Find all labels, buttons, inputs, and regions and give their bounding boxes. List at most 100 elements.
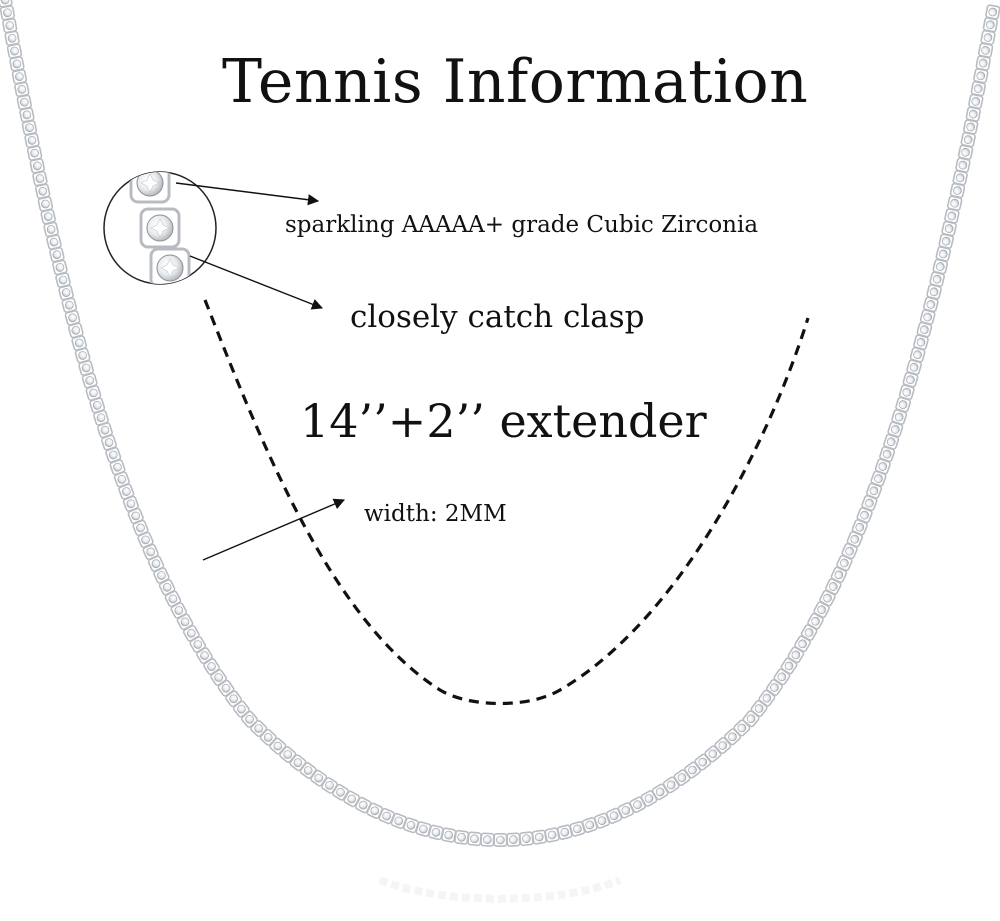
clasp-callout: closely catch clasp (350, 299, 645, 335)
chain-stone (923, 296, 939, 313)
chain-stone (24, 132, 40, 149)
page-title: Tennis Information (222, 47, 809, 117)
chain-stone (733, 719, 751, 737)
chain-stone (259, 728, 277, 746)
chain-stone (14, 81, 30, 98)
magnified-stone (129, 172, 171, 204)
chain-stone (454, 829, 470, 845)
chain-stone (480, 832, 495, 847)
arrow-clasp (189, 255, 324, 310)
chain-stone (93, 409, 109, 426)
chain-stone (153, 567, 170, 584)
chain-stone (750, 700, 768, 717)
chain-stone (81, 372, 98, 389)
chain-stone (800, 624, 818, 641)
chain-stone (980, 29, 996, 46)
chain-stone (289, 754, 307, 772)
chain-stone (662, 776, 680, 794)
chain-stone (836, 554, 853, 572)
chain-stone (891, 409, 908, 425)
chain-stone (279, 745, 297, 764)
magnified-stone (139, 207, 181, 249)
chain-stone (825, 578, 842, 595)
necklace-chain (0, 0, 1000, 848)
chain-stone (593, 812, 611, 829)
stones-callout: sparkling AAAAA+ grade Cubic Zirconia (285, 212, 759, 238)
chain-stone (390, 812, 407, 830)
chain-stone (975, 55, 991, 71)
chain-stone (531, 829, 547, 845)
chain-stone (78, 360, 94, 376)
chain-stone (909, 346, 926, 363)
chain-stone (441, 827, 457, 843)
chain-stone (6, 43, 23, 59)
chain-stone (946, 195, 963, 211)
arrow-stones (175, 182, 320, 206)
chain-stone (55, 272, 71, 288)
chain-stone (651, 783, 669, 801)
chain-stone (2, 17, 18, 34)
chain-stone (581, 817, 598, 833)
chain-stone (137, 531, 154, 549)
chain-stone (898, 384, 915, 401)
necklace-reflection (378, 876, 622, 903)
chain-stone (101, 434, 117, 451)
chain-stone (569, 821, 586, 837)
chain-stone (4, 30, 20, 46)
chain-stone (269, 737, 287, 755)
arrow-width (202, 498, 346, 561)
chain-stone (841, 542, 858, 560)
chain-stone (74, 347, 91, 364)
chain-stone (11, 69, 28, 85)
chain-stone (856, 506, 873, 524)
chain-stone (343, 790, 361, 808)
chain-stone (982, 17, 999, 33)
magnifier-circle-icon (103, 171, 217, 285)
chain-stone (813, 601, 830, 618)
chain-stone (366, 802, 384, 820)
chain-stone (766, 679, 783, 696)
chain-stone (742, 710, 760, 728)
chain-stone (52, 259, 68, 276)
chain-stone (955, 157, 971, 173)
chain-stone (196, 647, 213, 664)
chain-stone (19, 107, 35, 123)
chain-stone (29, 158, 45, 174)
chain-stone (957, 144, 974, 160)
chain-stone (428, 824, 444, 841)
chain-stone (332, 783, 349, 801)
chain-stone (949, 182, 966, 199)
chain-stone (968, 93, 984, 110)
dashed-length-guide (203, 299, 810, 706)
chain-stone (467, 831, 482, 847)
chain-stone (519, 831, 534, 847)
chain-stone (985, 4, 1000, 20)
chain-stone (714, 736, 732, 755)
chain-stone (629, 796, 646, 813)
chain-stone (170, 602, 188, 619)
chain-stone (605, 807, 623, 824)
chain-stone (35, 183, 51, 199)
chain-stone (9, 56, 25, 72)
chain-stone (32, 170, 48, 187)
chain-stone (970, 80, 986, 97)
chain-stone (225, 690, 243, 708)
chain-stone (544, 827, 560, 843)
width-callout: width: 2MM (364, 501, 507, 527)
chain-stone (21, 120, 38, 136)
chain-stone (113, 471, 130, 488)
chain-stone (977, 42, 994, 58)
chain-stone (217, 679, 235, 697)
chain-stone (963, 119, 979, 135)
chain-stone (122, 495, 139, 512)
length-callout: 14’’+2’’ extender (300, 394, 707, 448)
chain-stone (557, 824, 573, 840)
chain-stone (926, 284, 942, 300)
chain-stone (85, 385, 102, 401)
chain-stone (973, 68, 989, 84)
chain-stone (26, 145, 43, 161)
chain-stone (506, 832, 521, 847)
chain-stone (415, 821, 432, 837)
magnified-stone (149, 247, 191, 284)
